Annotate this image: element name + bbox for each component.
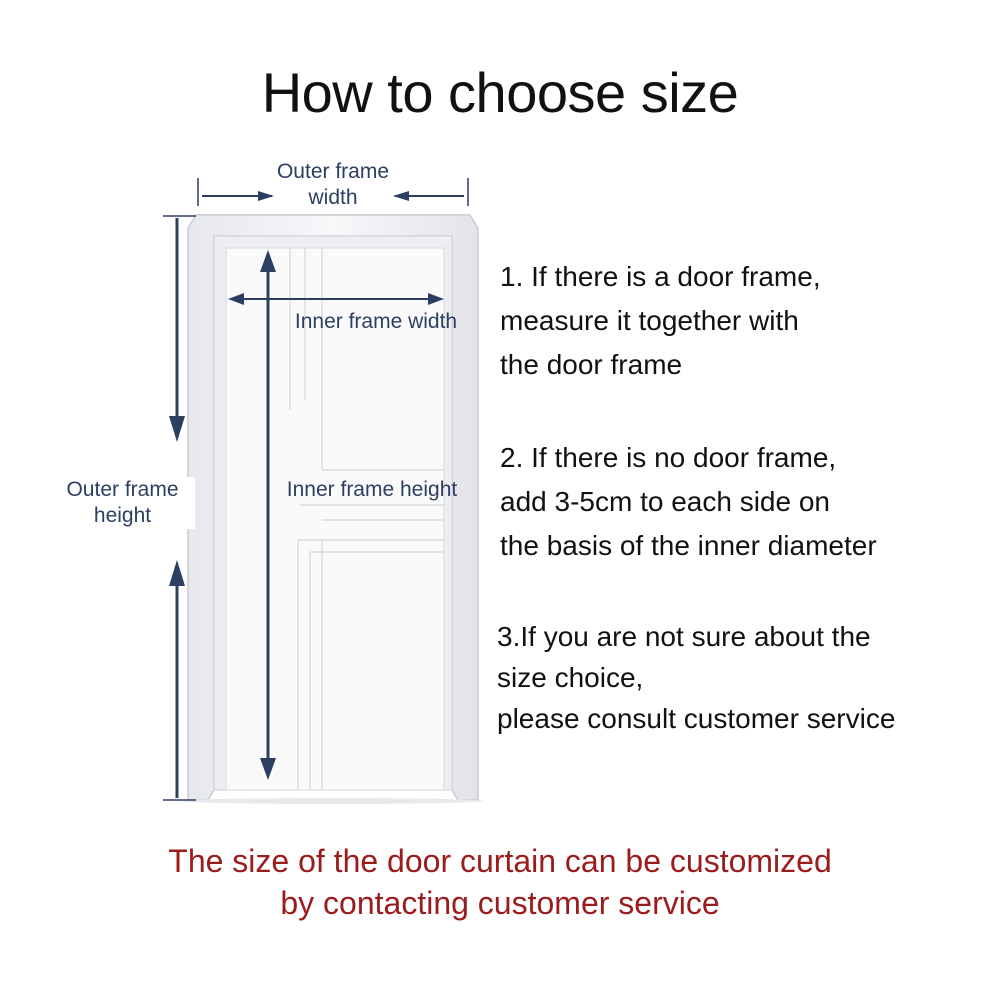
customization-note: The size of the door curtain can be cust…: [0, 840, 1000, 924]
outer-frame-height-label: Outer frame height: [50, 477, 195, 529]
customization-note-line-2: by contacting customer service: [280, 885, 720, 921]
instruction-2-line-3: the basis of the inner diameter: [500, 530, 877, 561]
instruction-1-line-3: the door frame: [500, 349, 683, 380]
measurement-arrows: [163, 178, 469, 801]
instruction-2-line-1: 2. If there is no door frame,: [500, 442, 837, 473]
outer-frame-width-label: Outer frame width: [276, 160, 390, 209]
outer-width-arrow: [197, 178, 469, 206]
instruction-1-line-1: 1. If there is a door frame,: [500, 261, 821, 292]
customization-note-line-1: The size of the door curtain can be cust…: [168, 843, 832, 879]
inner-frame-height-label: Inner frame height: [286, 478, 458, 501]
instruction-3-line-2: size choice,: [497, 662, 644, 693]
inner-frame-width-label: Inner frame width: [294, 310, 458, 333]
instruction-2-line-2: add 3-5cm to each side on: [500, 486, 830, 517]
instruction-1-line-2: measure it together with: [500, 305, 799, 336]
instruction-2: 2. If there is no door frame, add 3-5cm …: [500, 436, 877, 568]
door-illustration: [183, 214, 483, 804]
instruction-3-line-1: 3.If you are not sure about the: [497, 621, 871, 652]
instruction-1: 1. If there is a door frame, measure it …: [500, 255, 821, 387]
inner-height-arrow: [260, 250, 276, 780]
outer-height-arrow: [163, 215, 196, 801]
inner-width-arrow: [228, 293, 444, 305]
instruction-3: 3.If you are not sure about the size cho…: [497, 616, 895, 739]
door-panel: [225, 247, 445, 791]
page-title: How to choose size: [261, 61, 739, 124]
instruction-3-line-3: please consult customer service: [497, 703, 896, 734]
